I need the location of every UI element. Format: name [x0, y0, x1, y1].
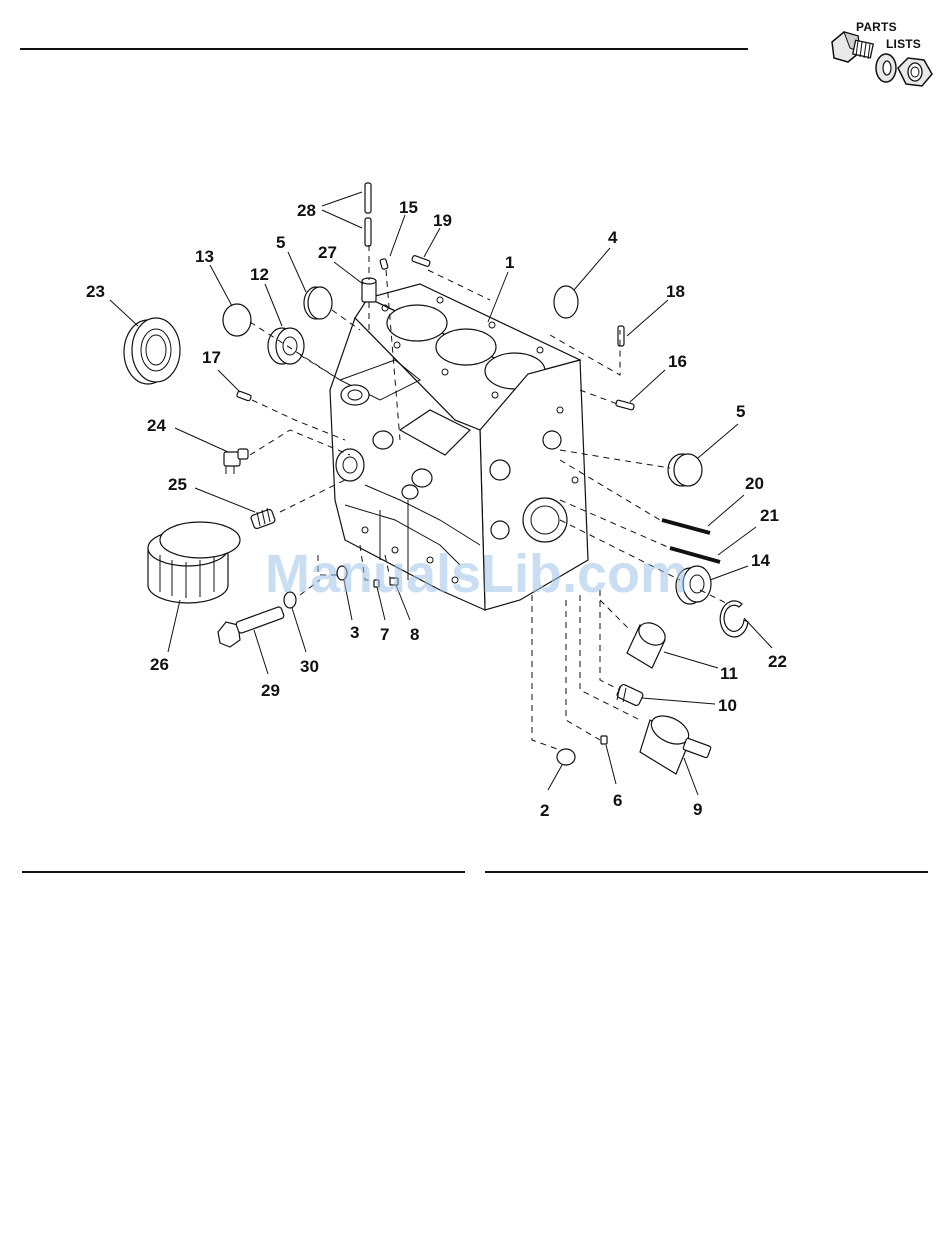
- callout-28: 28: [297, 201, 316, 220]
- part-23-oil-seal: [124, 318, 180, 384]
- footer-rule-right: [485, 871, 928, 873]
- part-11-sleeve: [627, 618, 669, 668]
- watermark-text: ManualsLib.com: [265, 544, 688, 604]
- callout-29: 29: [261, 681, 280, 700]
- part-19-pin: [412, 255, 431, 267]
- part-6-screw: [601, 736, 607, 744]
- callout-19: 19: [433, 211, 452, 230]
- part-28-studs: [365, 183, 371, 246]
- callout-15: 15: [399, 198, 418, 217]
- footer-rule-left: [22, 871, 465, 873]
- part-9-pump: [640, 710, 711, 774]
- callout-10: 10: [718, 696, 737, 715]
- part-22-snap-ring: [720, 601, 748, 637]
- callout-27: 27: [318, 243, 337, 262]
- callout-4: 4: [608, 228, 618, 247]
- part-15-pin: [380, 258, 388, 269]
- part-18-pin: [618, 326, 624, 346]
- part-13-plug: [223, 304, 251, 336]
- part-5-plug-right: [668, 454, 702, 486]
- part-16-pin: [616, 400, 635, 410]
- callout-24: 24: [147, 416, 166, 435]
- part-4-plug: [554, 286, 578, 318]
- part-24-sensor: [224, 449, 248, 474]
- part-5-plug-upper: [304, 287, 332, 319]
- callout-3: 3: [350, 623, 359, 642]
- callout-18: 18: [666, 282, 685, 301]
- callout-25: 25: [168, 475, 187, 494]
- callout-8: 8: [410, 625, 419, 644]
- callout-20: 20: [745, 474, 764, 493]
- callout-13: 13: [195, 247, 214, 266]
- part-17-pin: [236, 391, 251, 401]
- callout-26: 26: [150, 655, 169, 674]
- callout-2: 2: [540, 801, 549, 820]
- part-29-bolt: [218, 606, 285, 647]
- callout-21: 21: [760, 506, 779, 525]
- callout-17: 17: [202, 348, 221, 367]
- callout-14: 14: [751, 551, 770, 570]
- part-10-fitting: [616, 684, 644, 707]
- engine-block-exploded-diagram: 28 15 19 27 5 13 12 23 1 4 18 16 17 24 5…: [0, 0, 950, 860]
- callout-22: 22: [768, 652, 787, 671]
- callout-5-right: 5: [736, 402, 745, 421]
- callout-23: 23: [86, 282, 105, 301]
- callout-1: 1: [505, 253, 514, 272]
- callout-5-upper: 5: [276, 233, 285, 252]
- callout-30: 30: [300, 657, 319, 676]
- part-26-oil-filter: [148, 522, 240, 603]
- callout-12: 12: [250, 265, 269, 284]
- callout-6: 6: [613, 791, 622, 810]
- part-12-bearing: [268, 328, 304, 364]
- part-27-bushing: [362, 278, 376, 302]
- part-20-rod: [662, 520, 710, 533]
- part-2-plug: [557, 749, 575, 765]
- callout-7: 7: [380, 625, 389, 644]
- callout-16: 16: [668, 352, 687, 371]
- callout-11: 11: [720, 664, 738, 683]
- callout-9: 9: [693, 800, 702, 819]
